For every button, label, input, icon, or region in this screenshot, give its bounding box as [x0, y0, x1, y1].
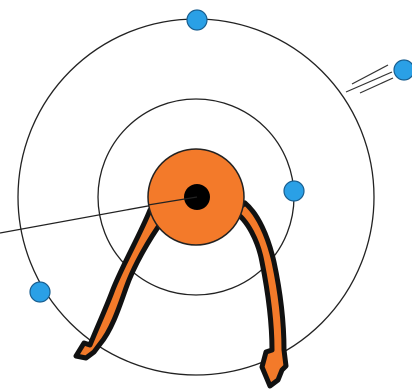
electron-top — [187, 10, 207, 30]
electron-bottom-left — [30, 282, 50, 302]
motion-line-3 — [360, 78, 393, 93]
electron-right-inner — [284, 181, 304, 201]
motion-lines — [346, 65, 393, 93]
right-leg — [235, 203, 286, 386]
electron-escaping — [394, 60, 412, 80]
